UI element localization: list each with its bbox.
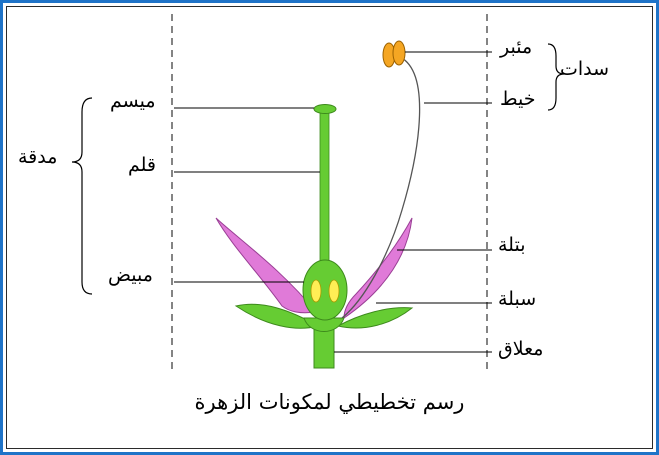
stigma-disc [314,105,336,114]
ovule-left [311,280,321,302]
filament-label: خيط [500,90,536,109]
style-tube [320,112,329,262]
petal-label: بتلة [498,236,526,255]
stigma-label: ميسم [110,92,156,111]
style-label: قلم [128,156,156,175]
diagram-caption: رسم تخطيطي لمكونات الزهرة [0,390,659,414]
left-petal [216,218,316,313]
anther-right [393,41,405,65]
ovule-right [329,280,339,302]
ovary-body [303,260,347,320]
sepal-label: سبلة [498,290,536,309]
receptacle-label: معلاق [498,340,543,359]
ovary-label: مبيض [108,266,153,285]
pistil-group-label: مدقة [18,148,57,167]
stamen-group-label: سدات [560,60,609,79]
pistil-brace [72,98,92,294]
anther-label: مئبر [500,38,532,57]
